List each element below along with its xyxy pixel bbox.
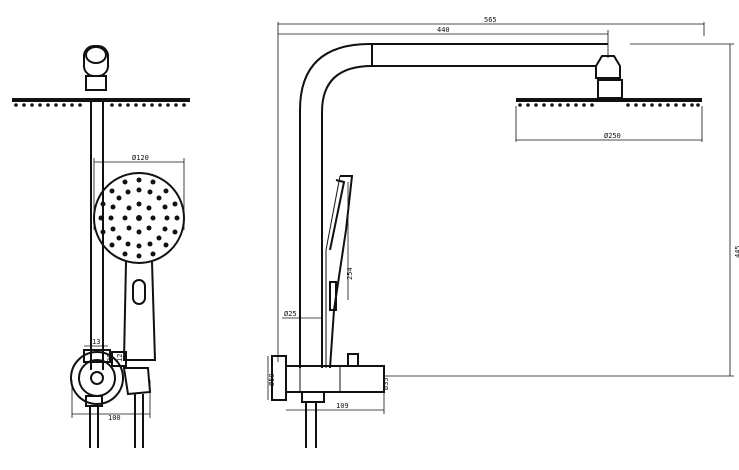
overhead-plate-side [516,98,702,102]
pipe-diameter-label: Ø25 [284,310,297,318]
handheld-diameter-label: Ø120 [132,154,149,162]
total-width-label: 565 [484,16,497,24]
overhead-nozzles-side [518,103,700,107]
bracket-dim-c: 12 [116,354,124,362]
arm-length-label: 440 [437,26,450,34]
handheld-head [93,172,185,264]
overhead-diameter-label: Ø250 [604,132,621,140]
mixer-valve [285,365,385,393]
overhead-nozzles [14,103,186,107]
overhead-connector [85,75,107,91]
total-height-label: 445 [734,245,739,258]
valve-handle [347,353,359,367]
riser-pipe-outer [299,43,608,368]
base-height-label: Ø50 [268,373,276,386]
handset-side [329,175,354,369]
valve-width-label: 109 [336,402,349,410]
handheld-nozzles [98,177,180,259]
wall-bracket [70,351,124,405]
side-view: 565 440 445 Ø2 [267,16,739,448]
handset-length-label: 254 [346,267,354,280]
side-depth-label: 100 [108,414,121,422]
riser-pipe-inner [321,65,596,368]
mode-button [132,279,146,305]
handheld-handle [122,261,157,361]
valve-depth-label: Ø35 [382,377,390,390]
front-view: Ø120 [12,45,190,448]
bracket-dim-b: 38 [106,354,114,362]
bracket-dim-a: 13 [92,338,100,346]
overhead-plate [12,98,190,102]
